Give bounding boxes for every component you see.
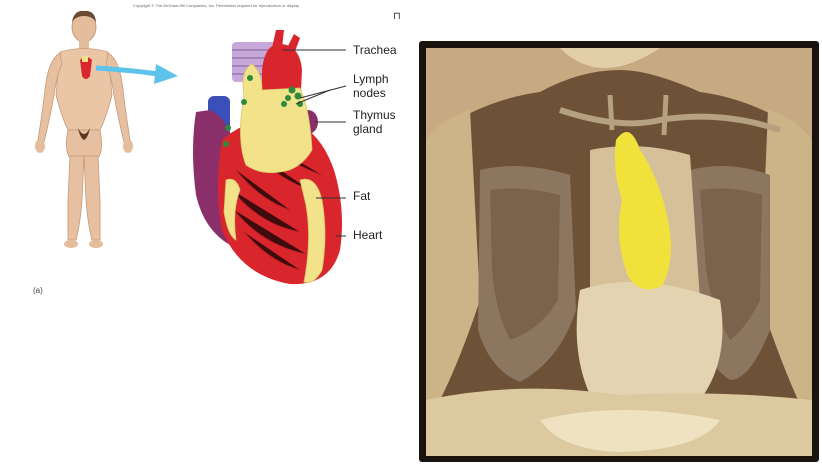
bookmark-icon: ⊓ (393, 11, 401, 22)
pointer-arrow (95, 64, 178, 84)
lymph-nodes-label-line1: Lymph (353, 72, 389, 86)
thymus-label-line2: gland (353, 122, 383, 136)
heart-label: Heart (353, 228, 383, 242)
thymus-label-line1: Thymus (353, 108, 396, 122)
copyright-notice: Copyright © The McGraw-Hill Companies, I… (133, 3, 300, 8)
fat-label: Fat (353, 189, 371, 203)
cadaver-photo (419, 41, 819, 462)
human-figure (35, 10, 133, 248)
heart-illustration (193, 30, 347, 285)
figure-part-marker: (a) (33, 286, 43, 295)
lymph-nodes-label-line2: nodes (353, 86, 386, 100)
trachea-label: Trachea (353, 43, 397, 57)
